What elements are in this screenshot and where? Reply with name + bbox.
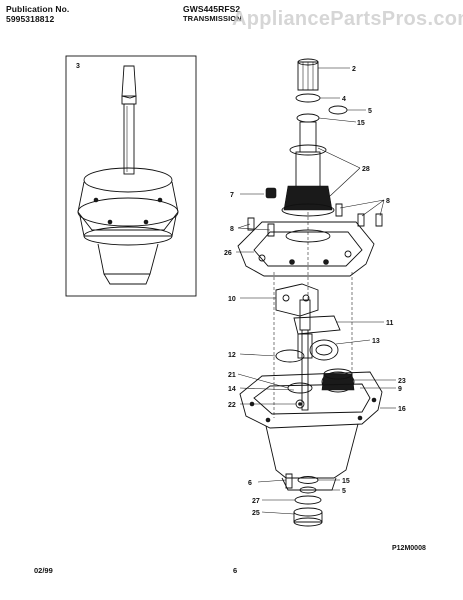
inset-assembled-view: 3 xyxy=(65,55,197,297)
callout-2: 2 xyxy=(352,66,356,73)
publication-label: Publication No. xyxy=(6,4,70,14)
watermark: AppliancePartsPros.com xyxy=(232,8,463,30)
callout-21: 21 xyxy=(228,372,236,379)
callout-6: 6 xyxy=(248,480,252,487)
main-exploded-view xyxy=(237,58,383,527)
leader-lines xyxy=(236,67,396,515)
section-title: TRANSMISSION xyxy=(183,14,242,23)
part-5-oring xyxy=(328,105,348,115)
publication-number: 5995318812 xyxy=(6,14,55,24)
callout-7: 7 xyxy=(230,192,234,199)
callout-9: 9 xyxy=(398,386,402,393)
callout-23: 23 xyxy=(398,378,406,385)
callout-11: 11 xyxy=(386,320,394,327)
callout-15-bottom: 15 xyxy=(342,478,350,485)
footer-page: 6 xyxy=(233,566,238,575)
callout-15: 15 xyxy=(357,120,365,127)
inset-label: 3 xyxy=(76,63,80,70)
callout-12: 12 xyxy=(228,352,236,359)
callout-14: 14 xyxy=(228,386,236,393)
callout-8-left: 8 xyxy=(230,226,234,233)
footer-date: 02/99 xyxy=(34,566,53,575)
callout-13: 13 xyxy=(372,338,380,345)
callout-26: 26 xyxy=(224,250,232,257)
callout-28: 28 xyxy=(362,166,370,173)
callout-10: 10 xyxy=(228,296,236,303)
callout-4: 4 xyxy=(342,96,346,103)
diagram-code: P12M0008 xyxy=(392,545,426,552)
callout-25: 25 xyxy=(252,510,260,517)
model-number: GWS445RFS2 xyxy=(183,4,241,14)
part-2-shaft xyxy=(297,58,319,91)
callout-16: 16 xyxy=(398,406,406,413)
callout-8-right: 8 xyxy=(386,198,390,205)
callout-27: 27 xyxy=(252,498,260,505)
callout-labels: 2 4 5 15 28 7 8 8 26 10 11 13 12 21 23 1… xyxy=(224,66,406,517)
part-26-top-cover xyxy=(237,221,375,277)
part-4-ring xyxy=(295,93,321,103)
callout-22: 22 xyxy=(228,402,236,409)
callout-5-bottom: 5 xyxy=(342,488,346,495)
part-15-seal xyxy=(296,113,320,123)
callout-5: 5 xyxy=(368,108,372,115)
